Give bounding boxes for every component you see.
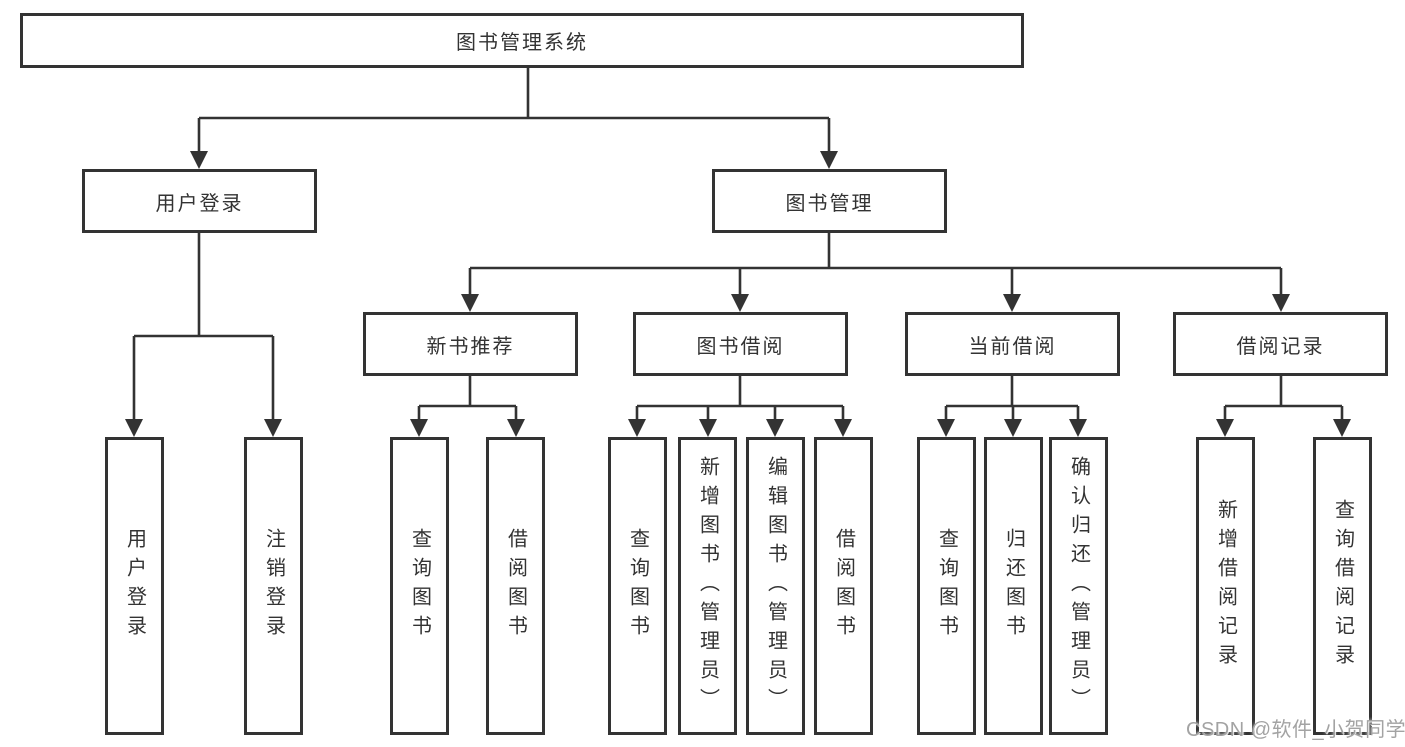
- node-label: 查询图书: [935, 528, 958, 644]
- leaf-borrowing-borrow-books: 借阅图书: [814, 437, 873, 735]
- node-label: 用户登录: [155, 192, 244, 215]
- node-label: 查询借阅记录: [1331, 499, 1354, 673]
- leaf-records-query-record: 查询借阅记录: [1313, 437, 1372, 735]
- node-book-management: 图书管理: [712, 169, 947, 233]
- node-label: 归还图书: [1002, 528, 1025, 644]
- node-book-borrowing: 图书借阅: [633, 312, 848, 376]
- leaf-borrowing-add-books-admin: 新增图书（管理员）: [678, 437, 737, 735]
- node-label: 当前借阅: [968, 335, 1057, 358]
- node-label: 借阅图书: [832, 528, 855, 644]
- node-label: 图书管理系统: [456, 32, 588, 54]
- node-label: 新书推荐: [426, 335, 515, 358]
- node-label: 注销登录: [262, 528, 285, 644]
- watermark-text: CSDN @软件_小贺同学: [1186, 719, 1405, 741]
- node-borrow-records: 借阅记录: [1173, 312, 1388, 376]
- node-label: 新增图书（管理员）: [696, 455, 719, 717]
- leaf-current-confirm-return-admin: 确认归还（管理员）: [1049, 437, 1108, 735]
- node-user-login: 用户登录: [82, 169, 317, 233]
- node-current-borrowing: 当前借阅: [905, 312, 1120, 376]
- leaf-recommend-borrow-books: 借阅图书: [486, 437, 545, 735]
- node-label: 图书借阅: [696, 335, 785, 358]
- node-label: 用户登录: [123, 528, 146, 644]
- node-label: 借阅记录: [1236, 335, 1325, 358]
- leaf-borrowing-edit-books-admin: 编辑图书（管理员）: [746, 437, 805, 735]
- node-label: 查询图书: [626, 528, 649, 644]
- node-label: 借阅图书: [504, 528, 527, 644]
- leaf-user-login: 用户登录: [105, 437, 164, 735]
- leaf-current-return-books: 归还图书: [984, 437, 1043, 735]
- node-label: 查询图书: [408, 528, 431, 644]
- node-label: 图书管理: [785, 192, 874, 215]
- leaf-recommend-query-books: 查询图书: [390, 437, 449, 735]
- leaf-records-add-record: 新增借阅记录: [1196, 437, 1255, 735]
- node-new-book-recommend: 新书推荐: [363, 312, 578, 376]
- node-label: 编辑图书（管理员）: [764, 455, 787, 717]
- leaf-borrowing-query-books: 查询图书: [608, 437, 667, 735]
- leaf-current-query-books: 查询图书: [917, 437, 976, 735]
- node-label: 新增借阅记录: [1214, 499, 1237, 673]
- leaf-logout: 注销登录: [244, 437, 303, 735]
- node-root: 图书管理系统: [20, 13, 1024, 68]
- node-label: 确认归还（管理员）: [1067, 455, 1090, 717]
